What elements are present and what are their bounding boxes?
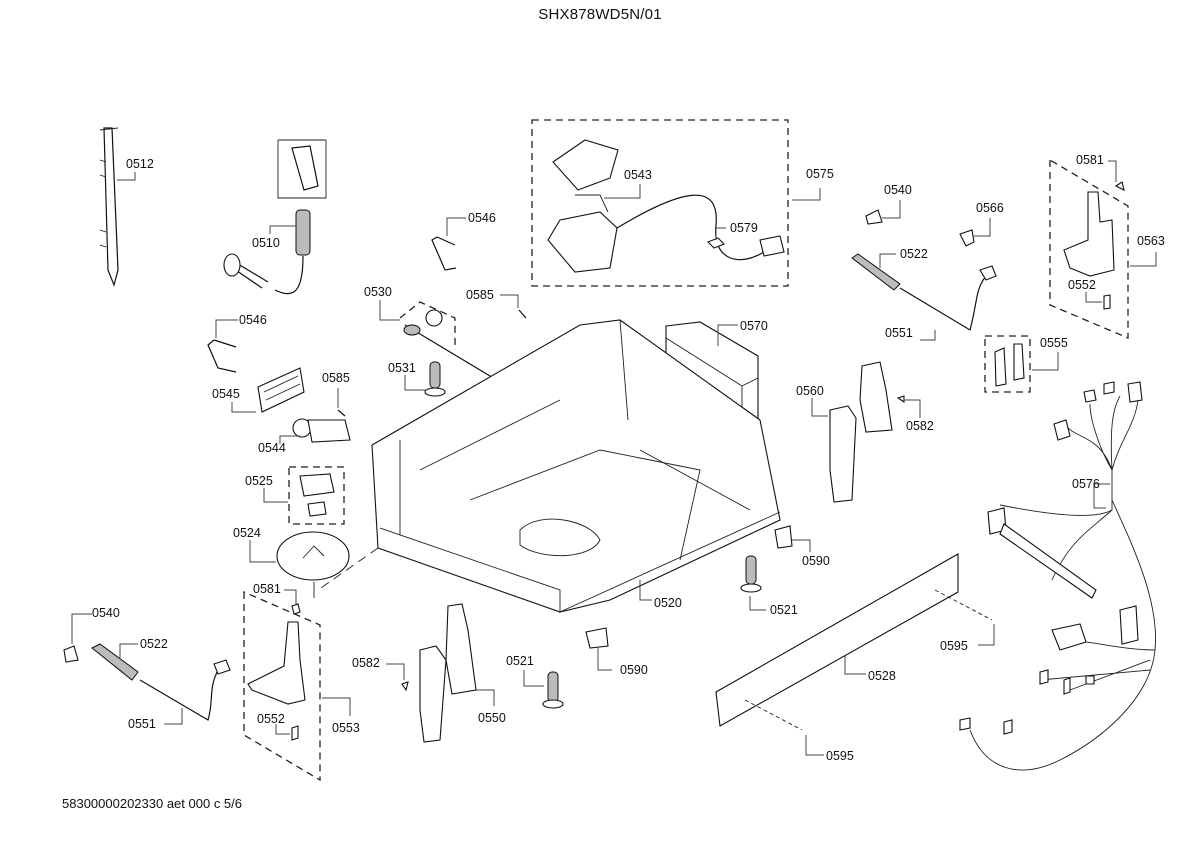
label-0560: 0560	[796, 384, 824, 398]
part-0521-foot-bottom[interactable]: 0521	[506, 654, 564, 709]
label-0595-right: 0595	[940, 639, 968, 653]
part-0540-0522-0551-bottom[interactable]: 0540 0522 0551	[63, 606, 231, 731]
label-0566: 0566	[976, 201, 1004, 215]
label-0546-left: 0546	[239, 313, 267, 327]
label-0581-top: 0581	[1076, 153, 1104, 167]
part-0576-wire-harness[interactable]: 0576	[959, 381, 1157, 771]
label-0581-bottom: 0581	[253, 582, 281, 596]
part-0520-base-frame[interactable]: 0520	[317, 319, 781, 613]
label-0531: 0531	[388, 361, 416, 375]
label-0546-top: 0546	[468, 211, 496, 225]
diagram-title: SHX878WD5N/01	[538, 6, 662, 23]
part-0590-top[interactable]: 0590	[774, 525, 830, 568]
part-0531-foot[interactable]: 0531	[388, 361, 446, 397]
label-0563: 0563	[1137, 234, 1165, 248]
label-0551-top: 0551	[885, 326, 913, 340]
label-0524: 0524	[233, 526, 261, 540]
part-0540-top[interactable]: 0540	[865, 183, 912, 225]
part-0590-bottom[interactable]: 0590	[585, 627, 648, 677]
part-0563-group[interactable]: 0581 0552 0563	[1049, 153, 1165, 339]
label-0543: 0543	[624, 168, 652, 182]
label-0544: 0544	[258, 441, 286, 455]
part-0525[interactable]: 0525	[245, 466, 345, 525]
label-0579: 0579	[730, 221, 758, 235]
part-0585-screw-left[interactable]: 0585	[322, 371, 350, 417]
label-0585-mid: 0585	[466, 288, 494, 302]
part-0528-kickplate[interactable]: 0528 0595 0595	[715, 553, 995, 763]
label-0528: 0528	[868, 669, 896, 683]
label-0521-right: 0521	[770, 603, 798, 617]
part-0521-foot-right[interactable]: 0521	[740, 555, 798, 617]
label-0550: 0550	[478, 711, 506, 725]
document-code: 58300000202330 aet 000 c 5/6	[62, 796, 243, 811]
label-0552-bottom: 0552	[257, 712, 285, 726]
part-0550-hinge[interactable]: 0550 0582	[352, 603, 506, 743]
label-0582-top: 0582	[906, 419, 934, 433]
label-0510: 0510	[252, 236, 280, 250]
part-0566[interactable]: 0566	[959, 201, 1004, 247]
part-0510[interactable]: 0510	[223, 139, 327, 295]
label-0545: 0545	[212, 387, 240, 401]
label-0521-bottom: 0521	[506, 654, 534, 668]
part-0546-clip-left[interactable]: 0546	[207, 313, 267, 373]
part-0544[interactable]: 0544	[258, 418, 351, 455]
label-0576: 0576	[1072, 477, 1100, 491]
label-0595-bottom: 0595	[826, 749, 854, 763]
part-0546-clip[interactable]: 0546	[431, 211, 496, 271]
label-0522-top: 0522	[900, 247, 928, 261]
part-0545[interactable]: 0545	[212, 367, 305, 413]
label-0590-bottom: 0590	[620, 663, 648, 677]
part-0522-0551-top[interactable]: 0522 0551	[851, 247, 997, 341]
part-0555[interactable]: 0555	[984, 335, 1068, 393]
label-0530: 0530	[364, 285, 392, 299]
label-0520: 0520	[654, 596, 682, 610]
label-0552-top: 0552	[1068, 278, 1096, 292]
label-0555: 0555	[1040, 336, 1068, 350]
part-0560-hinge[interactable]: 0560 0582	[796, 361, 934, 503]
part-0524-disc[interactable]: 0524	[233, 526, 350, 598]
label-0540-top: 0540	[884, 183, 912, 197]
part-0553-group[interactable]: 0581 0552 0553	[243, 582, 360, 782]
part-0512-rail[interactable]: 0512	[99, 127, 154, 287]
label-0582-bottom: 0582	[352, 656, 380, 670]
label-0585-left: 0585	[322, 371, 350, 385]
part-0585-screw-mid[interactable]: 0585	[466, 288, 527, 319]
label-0575: 0575	[806, 167, 834, 181]
part-0575-group[interactable]: 0543 0579 0575	[531, 119, 834, 287]
label-0512: 0512	[126, 157, 154, 171]
label-0553: 0553	[332, 721, 360, 735]
label-0525: 0525	[245, 474, 273, 488]
label-0551-bottom: 0551	[128, 717, 156, 731]
label-0522-bottom: 0522	[140, 637, 168, 651]
label-0590-top: 0590	[802, 554, 830, 568]
label-0540-bottom: 0540	[92, 606, 120, 620]
label-0570: 0570	[740, 319, 768, 333]
